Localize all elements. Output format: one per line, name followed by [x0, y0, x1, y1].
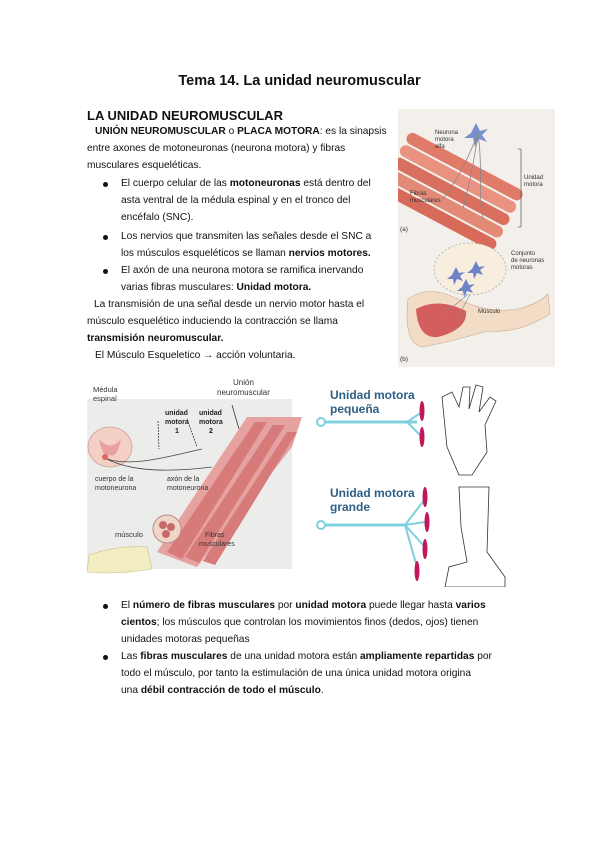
- voluntary-line: El Músculo Esqueletico → acción voluntar…: [95, 350, 296, 361]
- bullet-text: los músculos esqueléticos se llaman: [121, 248, 289, 259]
- label-neuromuscular: neuromuscular: [217, 388, 270, 397]
- bullet-bold: débil contracción de todo el músculo: [140, 685, 321, 696]
- bullet-item: Los nervios que transmiten las señales d…: [121, 228, 371, 262]
- bullet-text: varias fibras musculares:: [121, 282, 237, 293]
- bullet-bold: cientos: [121, 617, 157, 628]
- bullet-text: todo el músculo, por tanto la estimulaci…: [121, 668, 471, 679]
- bullet-text: unidades motoras pequeñas: [121, 634, 250, 645]
- label-fibras: Fibras: [410, 191, 427, 197]
- transmission-bold: transmisión neuromuscular.: [87, 333, 224, 344]
- label-unidad: Unidad: [524, 175, 543, 181]
- alpha-neuron-icon: [442, 123, 488, 220]
- label-small-unit-1: Unidad motora: [330, 388, 415, 402]
- label-number-1: 1: [175, 428, 179, 435]
- bullet-text: .: [320, 685, 324, 696]
- bullet-dot: [103, 235, 108, 240]
- muscle-bundle-illustration: [87, 417, 302, 574]
- bullet-text: está dentro del: [300, 178, 371, 189]
- bullet-bold: nervios motores.: [288, 248, 371, 259]
- label-motora-unit: motora: [524, 182, 543, 188]
- small-motor-unit-diagram: Unidad motora pequeña: [316, 388, 425, 447]
- bullet-text: por: [275, 600, 296, 611]
- intro-line-3: musculares esqueléticas.: [87, 160, 202, 171]
- intro-text-2: : es la sinapsis: [319, 126, 387, 137]
- motor-unit-figure-right: Neurona motora alfa Unidad motora Fibras…: [398, 109, 555, 367]
- bullet-bold: fibras musculares: [140, 651, 228, 662]
- label-neurona: Neurona: [435, 130, 459, 136]
- intro-paragraph: UNIÓN NEUROMUSCULAR o PLACA MOTORA: es l…: [95, 123, 387, 140]
- label-cuerpo: cuerpo de la: [95, 476, 134, 483]
- label-large-unit-1: Unidad motora: [330, 486, 415, 500]
- motor-unit-figure-middle: Médula espinal Unión neuromuscular unida…: [87, 378, 506, 587]
- bullet-bold: varios: [455, 600, 486, 611]
- bullet-dot: [103, 604, 108, 609]
- bullet-bold: Unidad motora.: [236, 282, 312, 293]
- transmission-line: músculo esquelético induciendo la contra…: [87, 316, 338, 327]
- bullet-text: de una unidad motora están: [227, 651, 361, 662]
- bullet-dot: [103, 269, 108, 274]
- spinal-cord-illustration: [87, 426, 133, 468]
- label-small-unit-2: pequeña: [330, 402, 380, 416]
- intro-line-2: entre axones de motoneuronas (neurona mo…: [87, 143, 346, 154]
- label-union: Unión: [233, 378, 254, 387]
- bullet-text: Los nervios que transmiten las señales d…: [121, 231, 372, 242]
- arm-illustration: [406, 242, 551, 348]
- bullet-text: encéfalo (SNC).: [121, 212, 194, 223]
- large-motor-unit-diagram: Unidad motora grande: [316, 486, 430, 581]
- intro-bold-1: UNIÓN NEUROMUSCULAR: [95, 126, 226, 137]
- label-motoras: motoras: [511, 265, 533, 271]
- label-espinal: espinal: [93, 394, 117, 403]
- bullet-item: Las fibras musculares de una unidad moto…: [121, 648, 492, 699]
- label-musculares: musculares: [410, 198, 441, 204]
- label-de-neuronas: de neuronas: [511, 258, 544, 264]
- muscle-fibers-illustration: [398, 132, 523, 250]
- label-musculares: musculares: [199, 541, 235, 548]
- bullet-item: El cuerpo celular de las motoneuronas es…: [121, 175, 371, 226]
- label-medula: Médula: [93, 385, 118, 394]
- label-b: (b): [400, 356, 408, 363]
- label-unidad-2: unidad: [199, 410, 222, 417]
- bullet-text: El axón de una neurona motora se ramific…: [121, 265, 364, 276]
- label-motora-1: motora: [165, 419, 189, 426]
- label-motora-2: motora: [199, 419, 223, 426]
- transmission-line: La transmisión de una señal desde un ner…: [94, 299, 365, 310]
- bullet-text: ; los músculos que controlan los movimie…: [156, 617, 479, 628]
- bullet-text: por: [474, 651, 492, 662]
- label-a: (a): [400, 226, 408, 233]
- label-conjunto: Conjunto: [511, 251, 536, 257]
- bullet-text: Las: [121, 651, 141, 662]
- bullet-text: asta ventral de la médula espinal y en e…: [121, 195, 351, 206]
- label-musculo: músculo: [115, 530, 143, 539]
- label-large-unit-2: grande: [330, 500, 370, 514]
- section-heading: LA UNIDAD NEUROMUSCULAR: [87, 108, 283, 123]
- label-alfa: alfa: [435, 144, 445, 150]
- bullet-text: El cuerpo celular de las: [121, 178, 230, 189]
- hand-outline-icon: [441, 384, 497, 476]
- bullet-text: una: [121, 685, 141, 696]
- bullet-bold: motoneuronas: [229, 178, 301, 189]
- label-fibras: Fibras: [205, 532, 225, 539]
- bullet-text: puede llegar hasta: [366, 600, 456, 611]
- bullet-bold: unidad motora: [295, 600, 367, 611]
- bullet-item: El axón de una neurona motora se ramific…: [121, 262, 363, 296]
- leg-outline-icon: [444, 486, 506, 587]
- bullet-dot: [103, 182, 108, 187]
- bullet-dot: [103, 655, 108, 660]
- label-musculo-b: Músculo: [478, 309, 501, 315]
- intro-bold-2: PLACA MOTORA: [237, 126, 320, 137]
- label-axon: axón de la: [167, 476, 199, 483]
- transmission-paragraph: La transmisión de una señal desde un ner…: [87, 296, 364, 347]
- label-number-2: 2: [209, 428, 213, 435]
- bullet-bold: número de fibras musculares: [132, 600, 275, 611]
- bullet-text: El: [121, 600, 133, 611]
- page-title: Tema 14. La unidad neuromuscular: [178, 73, 421, 89]
- label-motoneurona-2: motoneurona: [167, 485, 208, 492]
- label-motoneurona-1: motoneurona: [95, 485, 136, 492]
- label-motora: motora: [435, 137, 454, 143]
- intro-text-1: o: [225, 126, 238, 137]
- bullet-item: El número de fibras musculares por unida…: [121, 597, 486, 648]
- bullet-bold: ampliamente repartidas: [360, 651, 475, 662]
- label-unidad-1: unidad: [165, 410, 188, 417]
